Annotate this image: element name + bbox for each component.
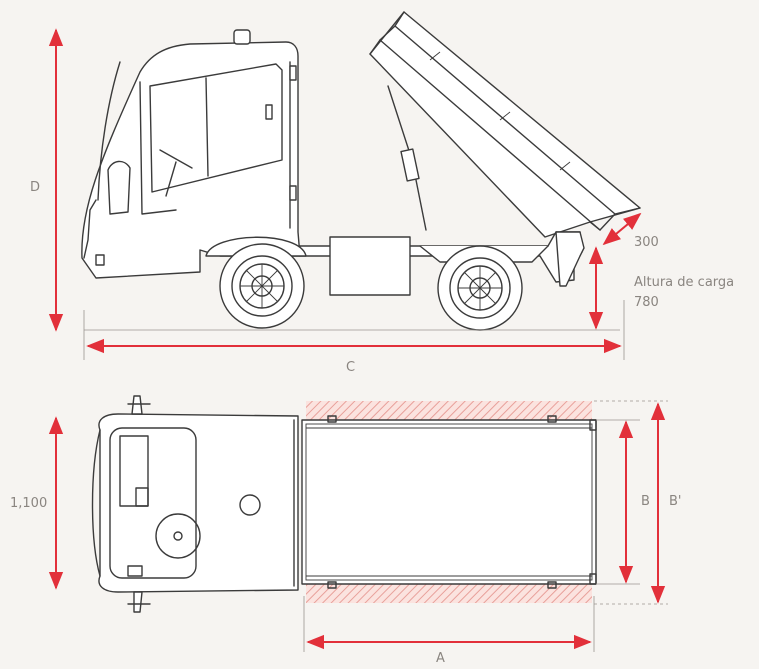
value-tip-angle: 300 [634, 235, 659, 250]
dimension-b: B [596, 419, 650, 585]
cab-window [149, 63, 283, 193]
battery-box [329, 236, 411, 296]
dimension-c: C [83, 300, 625, 375]
cab-interior [109, 427, 197, 579]
side-view-truck [81, 11, 641, 331]
dimension-width: 1,100 [10, 416, 64, 590]
beacon-light [233, 29, 251, 45]
top-view-truck [91, 395, 597, 613]
label-loading-height: Altura de carga [634, 275, 734, 290]
dimension-b-prime: B' [594, 400, 682, 605]
beacon-top [239, 494, 261, 516]
left-mirror [131, 395, 143, 415]
right-mirror [133, 591, 143, 613]
side-mirror [107, 160, 131, 215]
value-loading-height: 780 [634, 295, 659, 310]
rear-wheel [437, 245, 523, 331]
hydraulic-cylinder [400, 148, 420, 182]
label-a: A [436, 651, 445, 664]
dump-bed [369, 11, 641, 238]
dimension-tip-angle: 300 [602, 212, 659, 250]
bed-overhang-top [306, 401, 592, 421]
rear-bumper [555, 231, 585, 287]
label-b-prime: B' [669, 494, 682, 509]
label-d: D [30, 180, 40, 195]
dimension-loading-height: Altura de carga 780 [588, 246, 734, 330]
label-width: 1,100 [10, 496, 47, 511]
console [135, 487, 149, 507]
top-steering-wheel [155, 513, 201, 559]
cargo-bed [301, 419, 597, 585]
seat [119, 435, 149, 507]
front-wheel [219, 243, 305, 329]
dimension-a: A [303, 596, 595, 666]
label-c: C [346, 360, 355, 375]
cab [81, 29, 301, 279]
headlight [95, 254, 105, 266]
hinge-lower [289, 185, 297, 201]
steering-wheel [159, 149, 193, 197]
label-b: B [641, 494, 650, 509]
hinge-upper [289, 65, 297, 81]
door-handle [265, 104, 273, 120]
bed-overhang-bottom [306, 583, 592, 603]
pedal [127, 565, 143, 577]
dimension-d: D [30, 28, 64, 332]
